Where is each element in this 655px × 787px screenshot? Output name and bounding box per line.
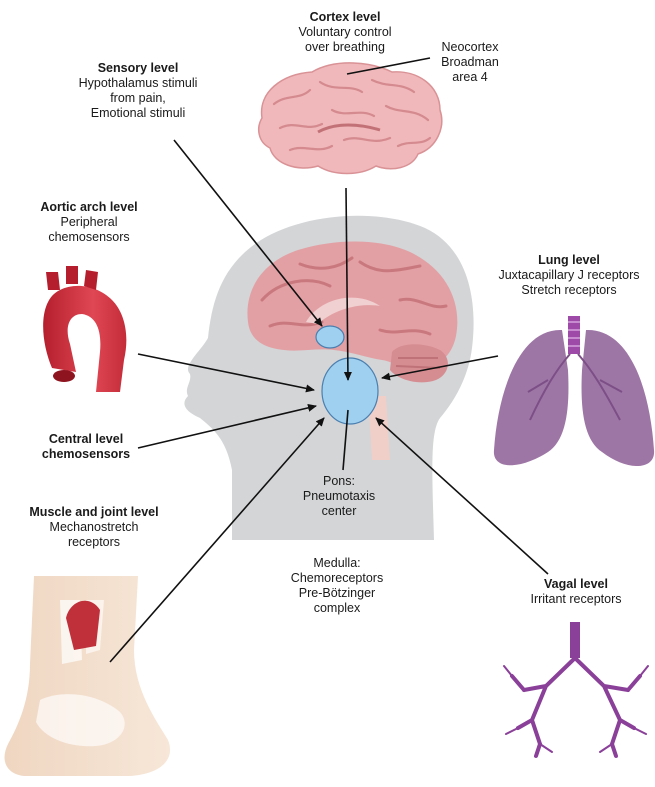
hypothalamus-region (316, 326, 344, 348)
brainstem-region (322, 358, 378, 424)
vagal-level-title: Vagal level (506, 577, 646, 592)
bronchi-image (504, 622, 648, 756)
pons-line: Pneumotaxis (284, 489, 394, 504)
central-level-label: Central level chemosensors (16, 432, 156, 462)
cortex-level-line: Voluntary control (270, 25, 420, 40)
aortic-arch-level-line: Peripheral (14, 215, 164, 230)
lung-level-label: Lung level Juxtacapillary J receptors St… (484, 253, 654, 298)
aortic-arch-level-label: Aortic arch level Peripheral chemosensor… (14, 200, 164, 245)
cortex-level-line: over breathing (270, 40, 420, 55)
lung-level-title: Lung level (484, 253, 654, 268)
neocortex-label: Neocortex Broadman area 4 (425, 40, 515, 85)
sensory-level-line: Hypothalamus stimuli (58, 76, 218, 91)
muscle-joint-level-label: Muscle and joint level Mechanostretch re… (4, 505, 184, 550)
neocortex-line: Neocortex (425, 40, 515, 55)
aortic-arch-image (43, 266, 126, 392)
medulla-label: Medulla: Chemoreceptors Pre-Bötzinger co… (262, 556, 412, 616)
muscle-joint-level-line: Mechanostretch (4, 520, 184, 535)
pons-line: Pons: (284, 474, 394, 489)
medulla-line: Pre-Bötzinger (262, 586, 412, 601)
lungs-image (494, 316, 654, 466)
neocortex-line: Broadman (425, 55, 515, 70)
aortic-arch-level-title: Aortic arch level (14, 200, 164, 215)
lung-level-line: Stretch receptors (484, 283, 654, 298)
lung-level-line: Juxtacapillary J receptors (484, 268, 654, 283)
cortex-level-title: Cortex level (270, 10, 420, 25)
pons-label: Pons: Pneumotaxis center (284, 474, 394, 519)
vagal-level-line: Irritant receptors (506, 592, 646, 607)
cortex-brain-image (259, 63, 442, 174)
central-level-title: Central level (16, 432, 156, 447)
foot-ankle-image (5, 576, 171, 776)
cortex-level-label: Cortex level Voluntary control over brea… (270, 10, 420, 55)
sensory-level-title: Sensory level (58, 61, 218, 76)
central-level-title: chemosensors (16, 447, 156, 462)
neocortex-line: area 4 (425, 70, 515, 85)
medulla-line: Medulla: (262, 556, 412, 571)
muscle-joint-level-line: receptors (4, 535, 184, 550)
sensory-level-label: Sensory level Hypothalamus stimuli from … (58, 61, 218, 121)
medulla-line: Chemoreceptors (262, 571, 412, 586)
vagal-level-label: Vagal level Irritant receptors (506, 577, 646, 607)
medulla-line: complex (262, 601, 412, 616)
muscle-joint-level-title: Muscle and joint level (4, 505, 184, 520)
aortic-arch-level-line: chemosensors (14, 230, 164, 245)
sensory-level-line: Emotional stimuli (58, 106, 218, 121)
pons-line: center (284, 504, 394, 519)
sensory-level-line: from pain, (58, 91, 218, 106)
